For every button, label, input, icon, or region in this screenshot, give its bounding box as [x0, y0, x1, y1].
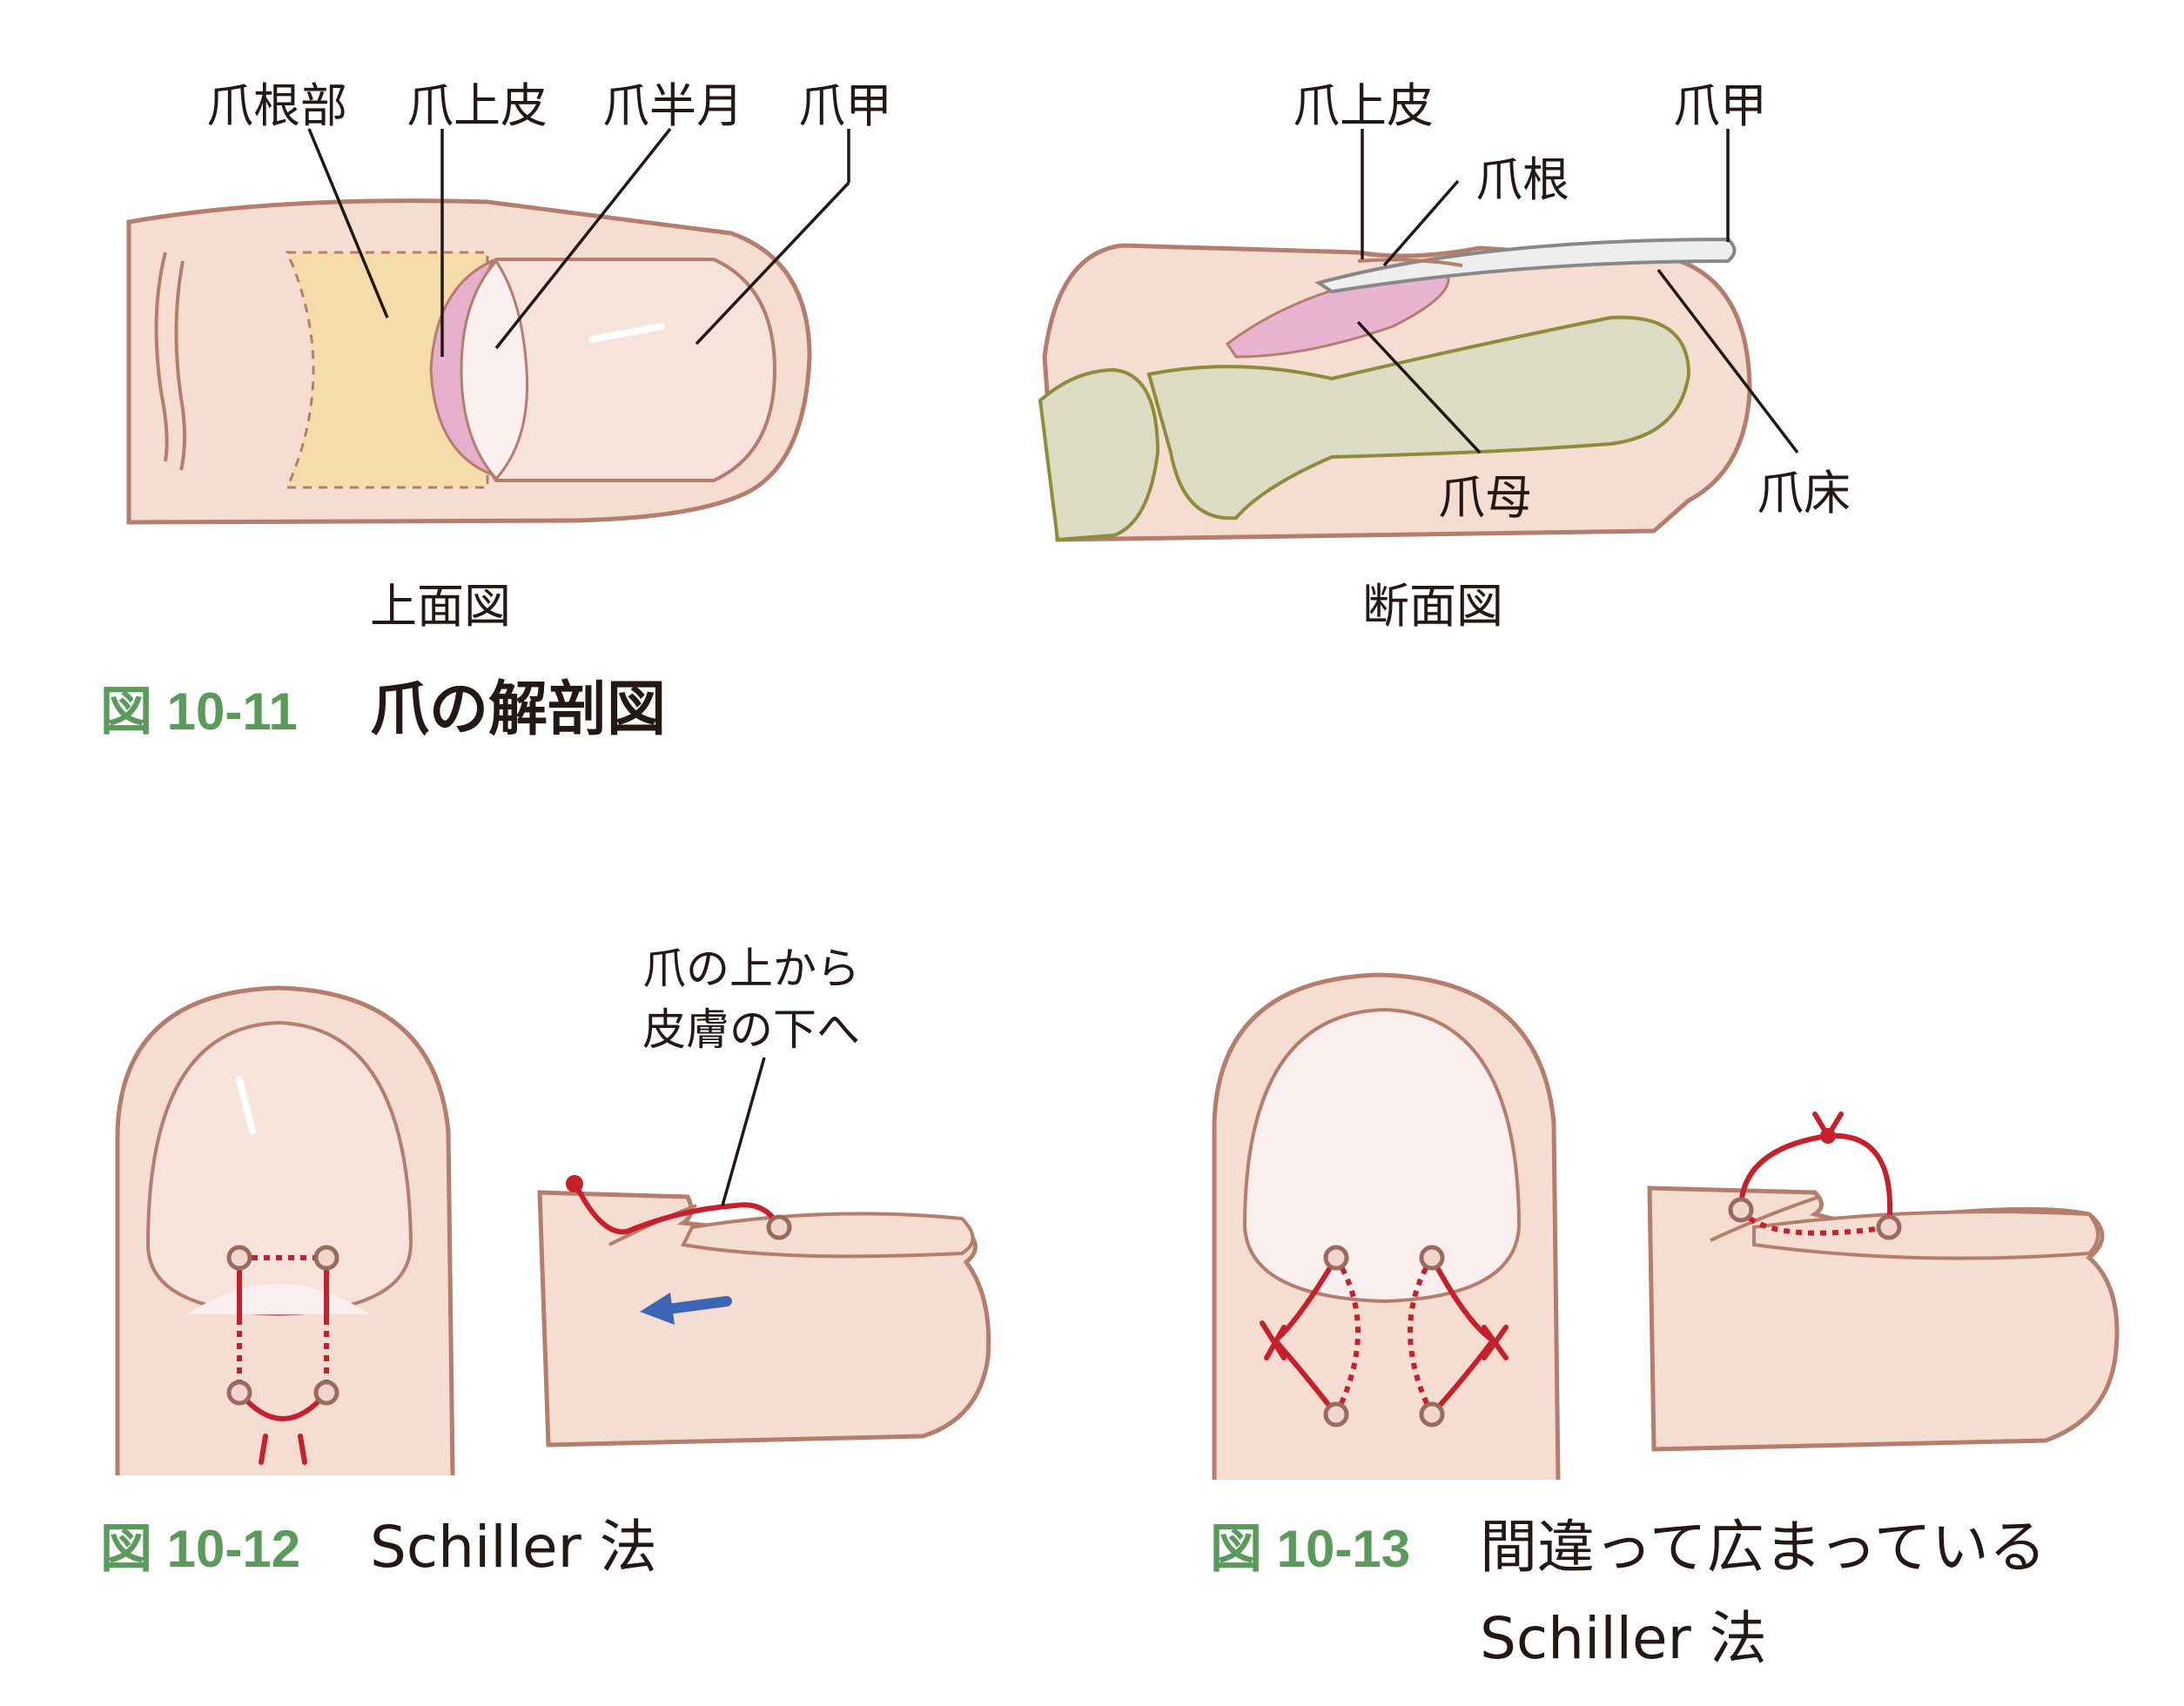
annotation-line-1: 爪の上から: [642, 944, 860, 994]
figure-title-10-11: 爪の解剖図: [370, 675, 666, 744]
caption-top-view: 上面図: [370, 579, 511, 634]
figure-number-10-11: 図 10-11: [100, 682, 298, 741]
label-eponychium-section: 爪上皮: [1293, 78, 1434, 133]
wrong-schiller-side-view: [1647, 1112, 2120, 1452]
annotation-line-2: 皮膚の下へ: [642, 1004, 860, 1055]
label-nail-plate-top: 爪甲: [798, 78, 892, 133]
figure-title-10-12: Schiller 法: [370, 1514, 657, 1581]
caption-section-view: 断面図: [1362, 579, 1503, 634]
label-nail-bed: 爪床: [1757, 466, 1851, 521]
section-view-illustration: [1038, 129, 1799, 542]
label-nail-plate-section: 爪甲: [1673, 78, 1767, 133]
top-view-illustration: [126, 127, 850, 525]
figure-number-10-12: 図 10-12: [100, 1520, 300, 1578]
label-nail-root: 爪根: [1475, 152, 1569, 207]
schiller-front-view: [115, 985, 455, 1476]
label-nail-matrix: 爪母: [1438, 470, 1532, 525]
wrong-schiller-front-view: [1212, 972, 1561, 1481]
label-lunula: 爪半月: [602, 78, 743, 133]
figure-title-10-13-line1: 間違って広まっている: [1480, 1514, 2046, 1581]
schiller-side-view: [537, 1057, 991, 1447]
label-eponychium-top: 爪上皮: [407, 78, 548, 133]
figure-title-10-13-line2: Schiller 法: [1480, 1605, 1767, 1672]
label-nail-root-area: 爪根部: [206, 78, 347, 133]
figure-number-10-13: 図 10-13: [1210, 1520, 1410, 1578]
